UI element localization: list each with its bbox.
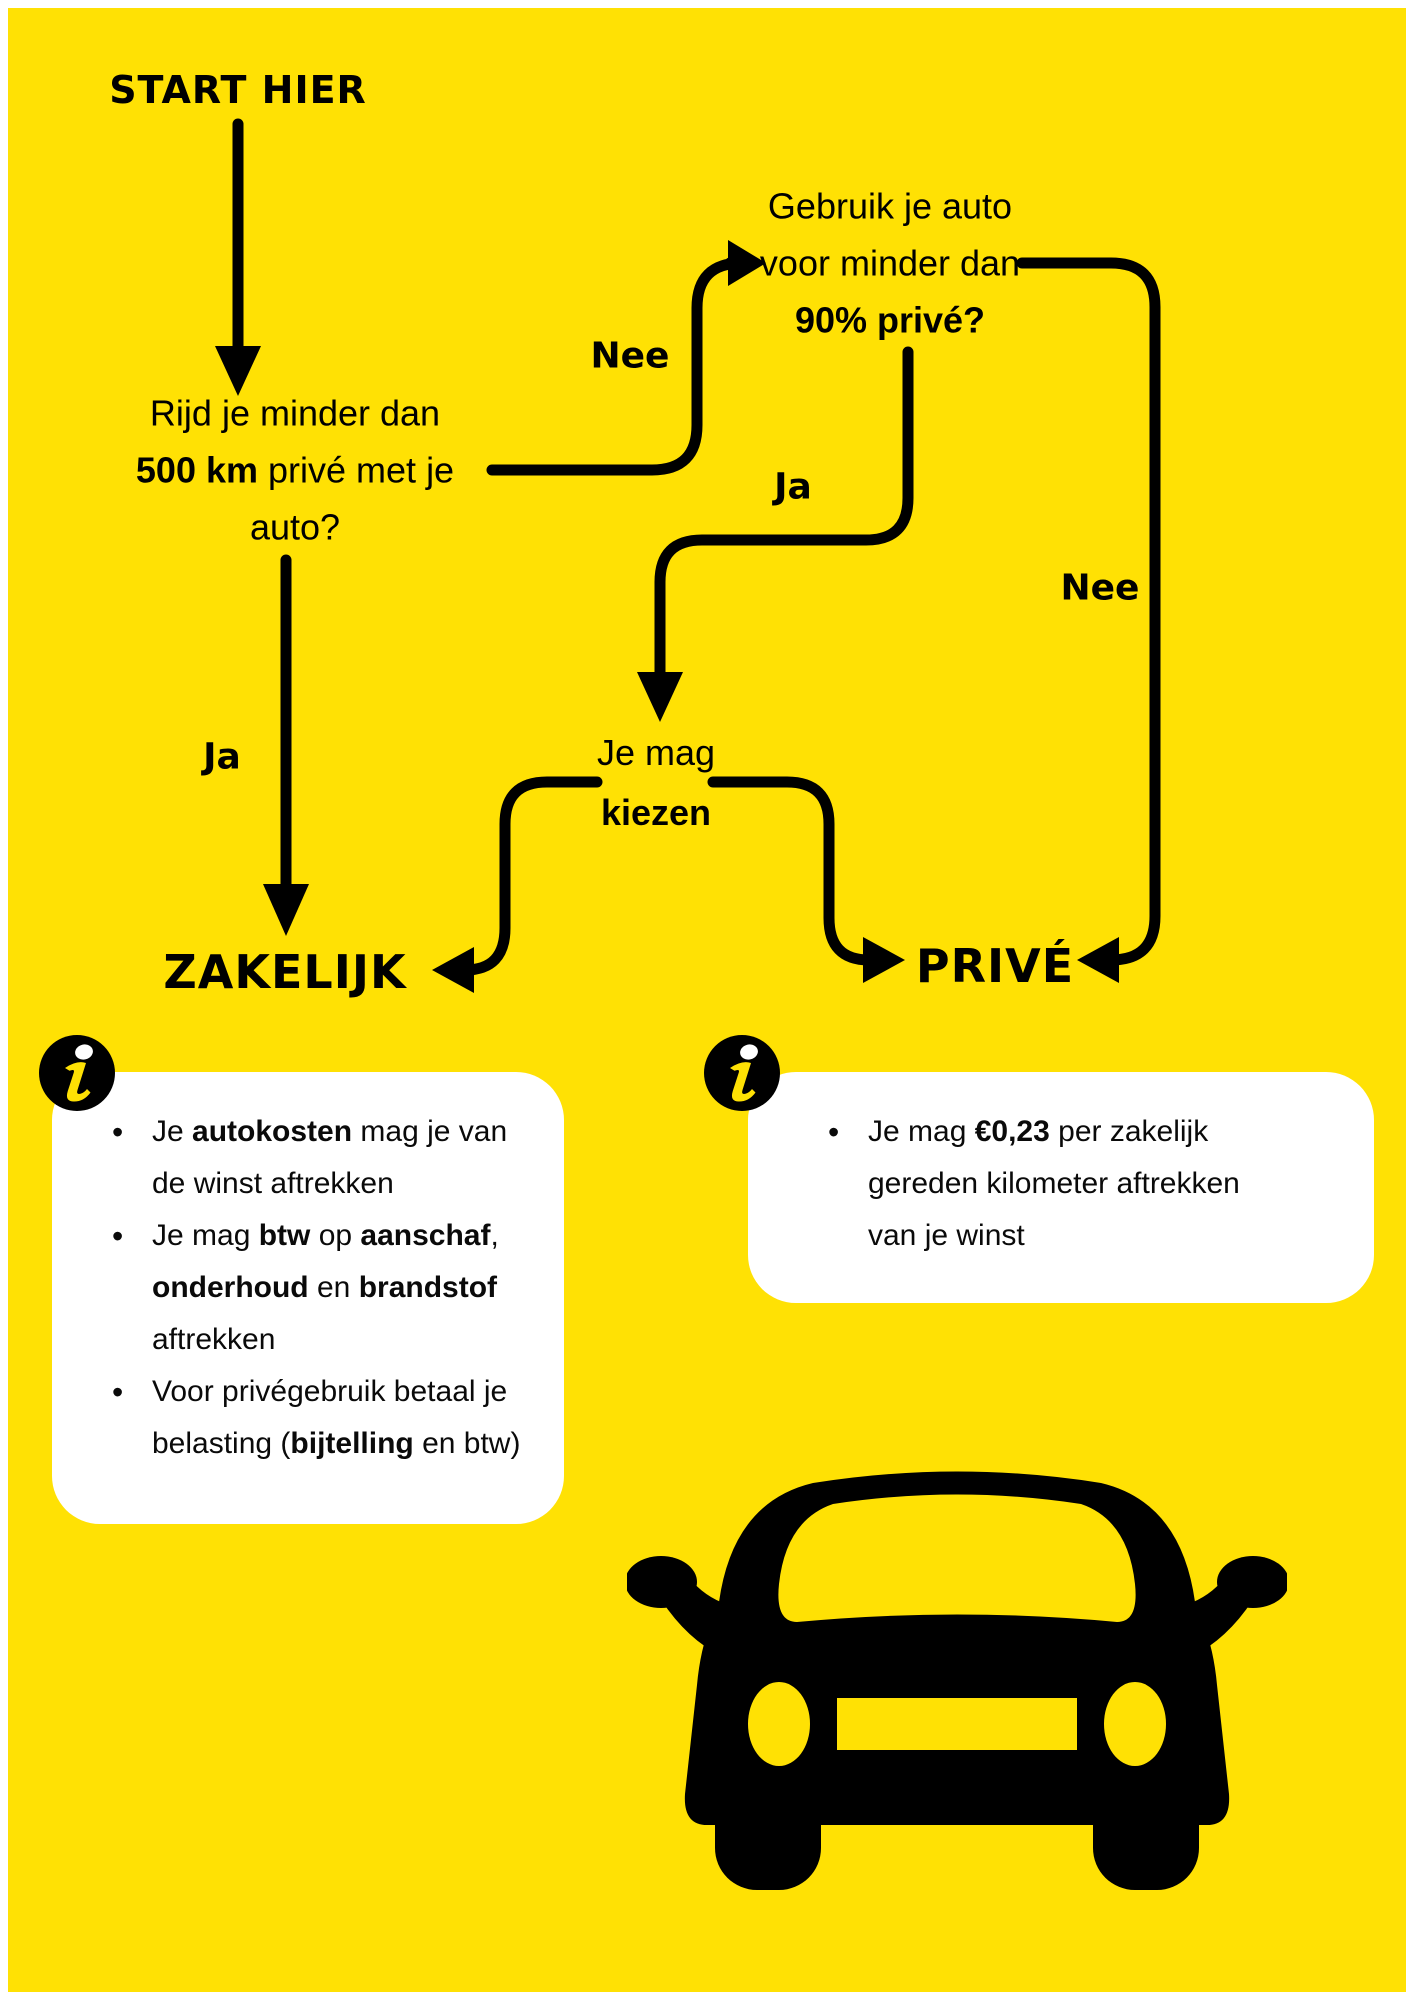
info-box-prive: Je mag €0,23 per zakelijk gereden kilome…: [748, 1072, 1374, 1303]
bullet-btw: Je mag btw op aanschaf, onderhoud en bra…: [152, 1219, 499, 1356]
info-box-zakelijk: Je autokosten mag je van de winst aftrek…: [52, 1072, 564, 1524]
info-i-icon: [704, 1035, 780, 1111]
bullet-privegebruik: Voor privégebruik betaal je belasting (b…: [152, 1375, 521, 1460]
label-nee-right: Nee: [1060, 567, 1140, 609]
prive-bullet-list: Je mag €0,23 per zakelijk gereden kilome…: [828, 1106, 1348, 1262]
label-nee-left: Nee: [590, 335, 670, 377]
outcome-prive: PRIVÉ: [915, 939, 1075, 993]
list-item: Je mag btw op aanschaf, onderhoud en bra…: [112, 1210, 552, 1366]
question-90pct-line1: Gebruik je auto: [767, 185, 1013, 227]
info-i-icon: [39, 1035, 115, 1111]
list-item: Je mag €0,23 per zakelijk gereden kilome…: [828, 1106, 1348, 1262]
choose-line1: Je mag: [596, 732, 716, 773]
label-ja-mid: Ja: [774, 466, 812, 508]
question-90pct-line3: 90% privé?: [794, 299, 986, 341]
question-500km-line3: auto?: [249, 506, 341, 548]
question-90pct-line2: voor minder dan: [759, 242, 1021, 284]
bullet-autokosten: Je autokosten mag je van de winst aftrek…: [152, 1115, 508, 1200]
question-500km-line1: Rijd je minder dan: [149, 392, 441, 434]
choose-node: Je mag kiezen: [597, 723, 715, 843]
choose-line2: kiezen: [600, 792, 712, 833]
question-500km: Rijd je minder dan 500 km privé met je a…: [136, 385, 454, 556]
outcome-zakelijk: ZAKELIJK: [163, 945, 407, 999]
zakelijk-bullet-list: Je autokosten mag je van de winst aftrek…: [112, 1106, 552, 1470]
car-icon-wrap: [625, 1450, 1289, 1895]
list-item: Je autokosten mag je van de winst aftrek…: [112, 1106, 552, 1210]
flow-start-label: START HIER: [109, 68, 367, 112]
question-90pct: Gebruik je auto voor minder dan 90% priv…: [760, 178, 1020, 349]
car-front-icon: [625, 1471, 1289, 1890]
label-ja-left: Ja: [203, 736, 241, 778]
bullet-kilometer: Je mag €0,23 per zakelijk gereden kilome…: [868, 1115, 1240, 1252]
question-500km-line2: 500 km privé met je: [135, 449, 455, 491]
list-item: Voor privégebruik betaal je belasting (b…: [112, 1366, 552, 1470]
